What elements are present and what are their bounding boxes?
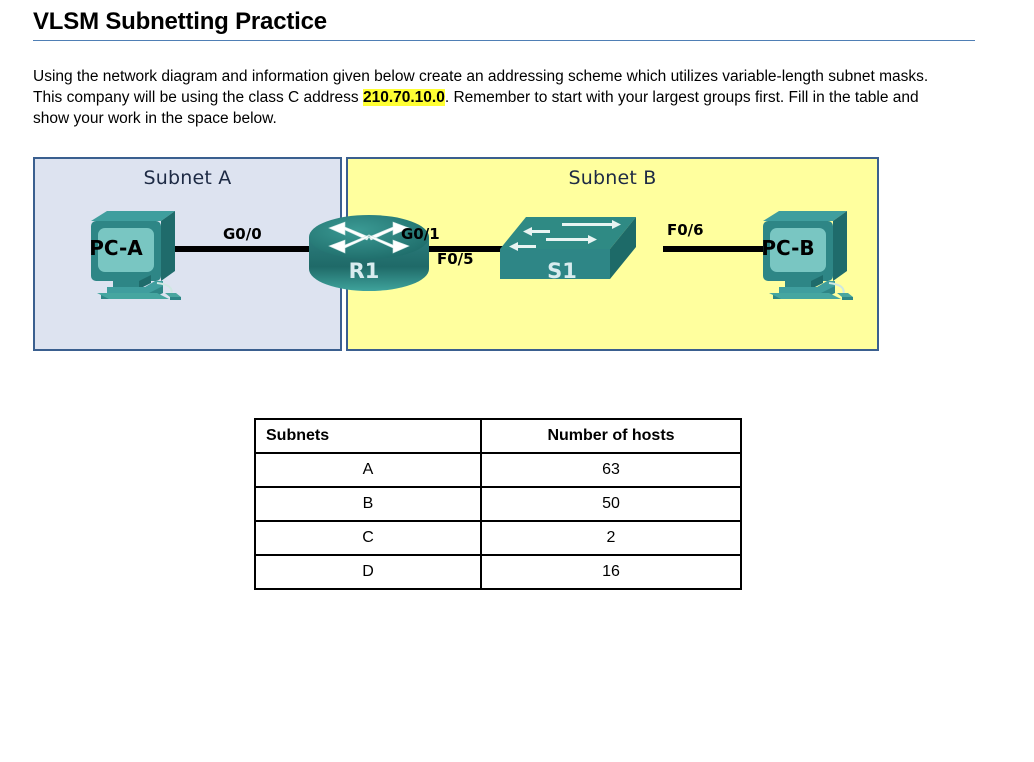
switch-icon: [500, 217, 636, 279]
page-title: VLSM Subnetting Practice: [33, 8, 327, 35]
cell-hosts: 16: [480, 554, 742, 590]
interface-label-f0-6: F0/6: [667, 221, 704, 239]
instructions-paragraph: Using the network diagram and informatio…: [33, 66, 951, 129]
interface-label-g0-1: G0/1: [401, 225, 440, 243]
network-diagram: Subnet A Subnet B PC-A: [33, 157, 879, 353]
r1-label: R1: [348, 259, 380, 283]
device-pc-a: PC-A: [77, 209, 183, 301]
instructions-text-after: . Remember to start with your largest gr…: [33, 88, 919, 127]
table-row: C 2: [254, 520, 742, 556]
interface-label-g0-0: G0/0: [223, 225, 262, 243]
subnet-a-title: Subnet A: [143, 167, 232, 189]
subnet-b-title: Subnet B: [568, 167, 657, 189]
interface-label-f0-5: F0/5: [437, 250, 474, 268]
cable-pca-to-r1: [173, 246, 313, 252]
column-header-hosts: Number of hosts: [480, 418, 742, 454]
device-s1: S1: [488, 215, 648, 293]
cell-subnet: D: [254, 554, 482, 590]
title-divider: [33, 40, 975, 41]
cell-subnet: A: [254, 452, 482, 488]
cable-r1-to-s1: [408, 246, 533, 252]
highlighted-ip-address: 210.70.10.0: [362, 88, 445, 106]
device-pc-b: PC-B: [749, 209, 855, 301]
device-r1: R1: [305, 207, 433, 299]
cell-subnet: C: [254, 520, 482, 556]
table-row: B 50: [254, 486, 742, 522]
table-row: D 16: [254, 554, 742, 590]
s1-label: S1: [547, 259, 577, 283]
cell-hosts: 50: [480, 486, 742, 522]
router-icon: [309, 215, 429, 291]
subnets-table: Subnets Number of hosts A 63 B 50 C 2 D …: [254, 418, 742, 590]
cell-subnet: B: [254, 486, 482, 522]
cell-hosts: 2: [480, 520, 742, 556]
cable-s1-to-pcb: [663, 246, 763, 252]
subnet-b-panel: Subnet B: [346, 157, 879, 351]
instructions-text-before: Using the network diagram and informatio…: [33, 67, 929, 106]
table-header-row: Subnets Number of hosts: [254, 418, 742, 454]
desktop-computer-icon: [91, 211, 181, 300]
cell-hosts: 63: [480, 452, 742, 488]
desktop-computer-icon: [763, 211, 853, 300]
table-row: A 63: [254, 452, 742, 488]
column-header-subnets: Subnets: [254, 418, 482, 454]
